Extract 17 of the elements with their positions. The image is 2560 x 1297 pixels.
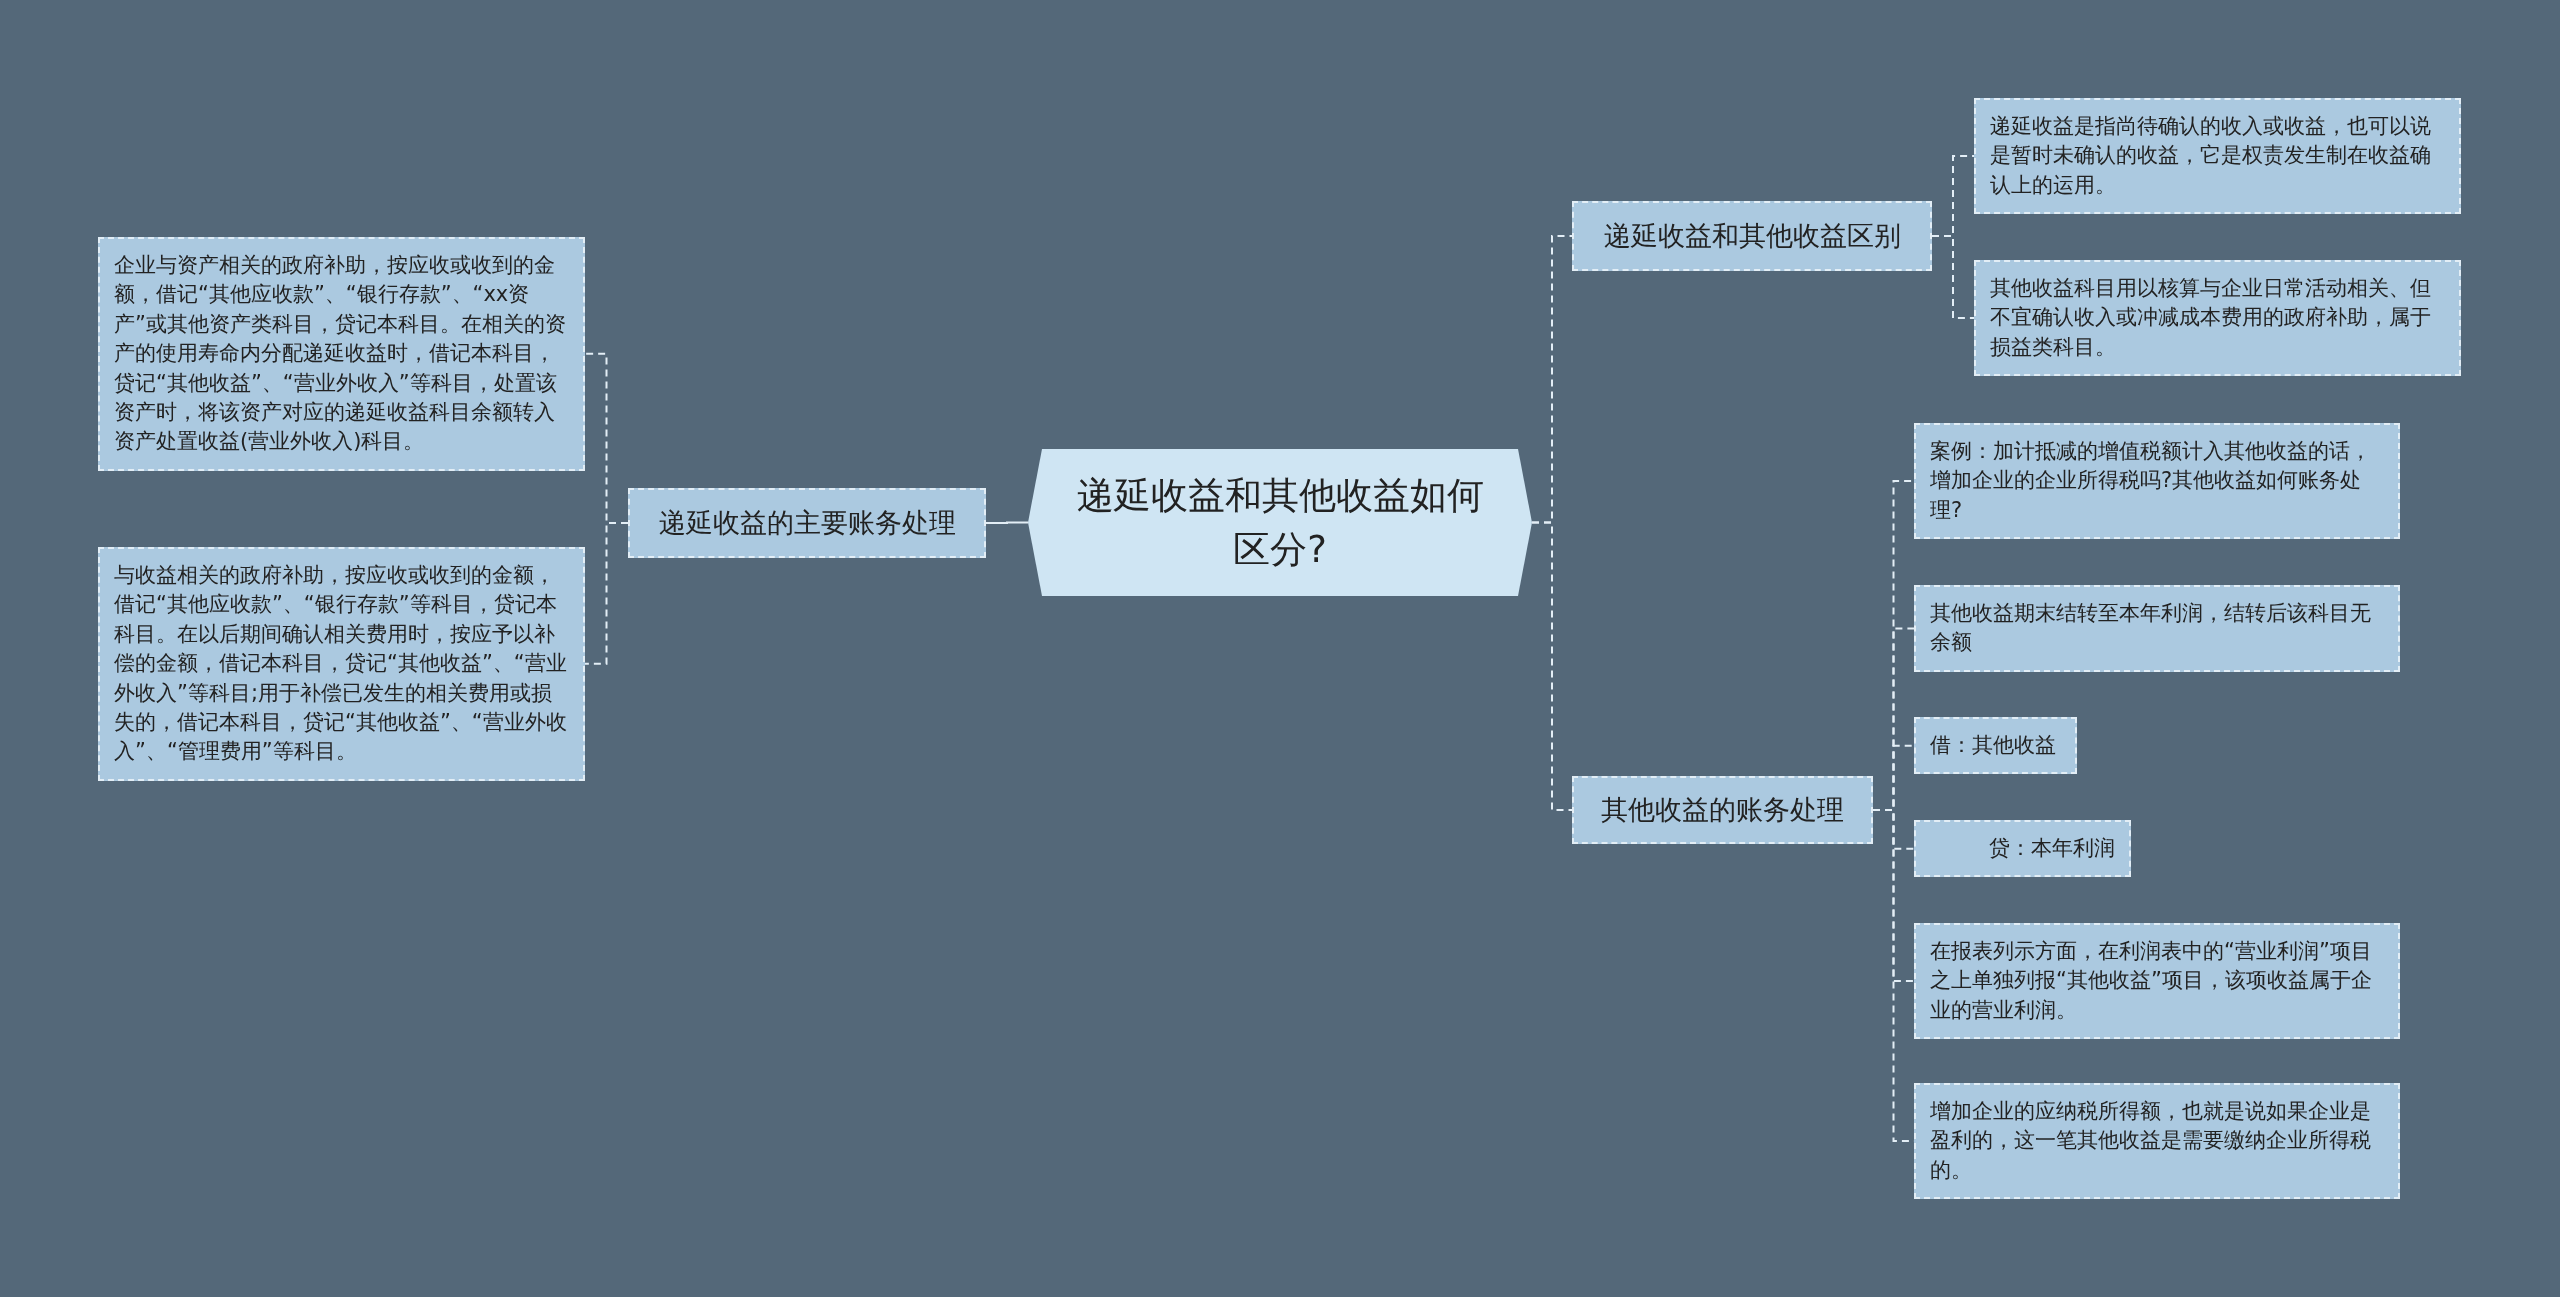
connector-line	[1931, 235, 1975, 320]
connector-line	[1531, 521, 1573, 811]
note-card: 其他收益科目用以核算与企业日常活动相关、但不宜确认收入或冲减成本费用的政府补助，属于损益类科目。	[1974, 260, 2461, 377]
note-card: 贷：本年利润	[1914, 820, 2131, 878]
note-card: 递延收益是指尚待确认的收入或收益，也可以说是暂时未确认的收益，它是权责发生制在收益确认上的运用。	[1974, 98, 2461, 215]
note-card: 案例：加计抵减的增值税额计入其他收益的话，增加企业的企业所得税吗?其他收益如何账务处理?	[1914, 423, 2400, 540]
branch-topic: 递延收益的主要账务处理	[628, 488, 986, 558]
note-card: 在报表列示方面，在利润表中的“营业利润”项目之上单独列报“其他收益”项目，该项收益属于企业的营业利润。	[1914, 923, 2400, 1040]
branch-topic: 其他收益的账务处理	[1572, 776, 1873, 844]
branch-topic: 递延收益和其他收益区别	[1572, 201, 1932, 271]
connector-line	[584, 522, 629, 665]
note-card: 其他收益期末结转至本年利润，结转后该科目无余额	[1914, 585, 2400, 672]
note-card: 企业与资产相关的政府补助，按应收或收到的金额，借记“其他应收款”、“银行存款”、“xx资产”或其他资产类科目，贷记本科目。在相关的资产的使用寿命内分配递延收益时，借记本科目，贷记“其他收益”、“营业外收入”等科目，处置该资产时，将该资产对应的递延收益科目余额转入资产处置收益(营业外收入)科目。	[98, 237, 585, 471]
note-card: 与收益相关的政府补助，按应收或收到的金额，借记“其他应收款”、“银行存款”等科目，贷记本科目。在以后期间确认相关费用时，按应予以补偿的金额，借记本科目，贷记“其他收益”、“营业外收入”等科目;用于补偿已发生的相关费用或损失的，借记本科目，贷记“其他收益”、“营业外收入”、“管理费用”等科目。	[98, 547, 585, 781]
note-card: 借：其他收益	[1914, 717, 2077, 775]
note-card: 增加企业的应纳税所得额，也就是说如果企业是盈利的，这一笔其他收益是需要缴纳企业所得税的。	[1914, 1083, 2400, 1200]
connector-line	[985, 521, 1029, 524]
